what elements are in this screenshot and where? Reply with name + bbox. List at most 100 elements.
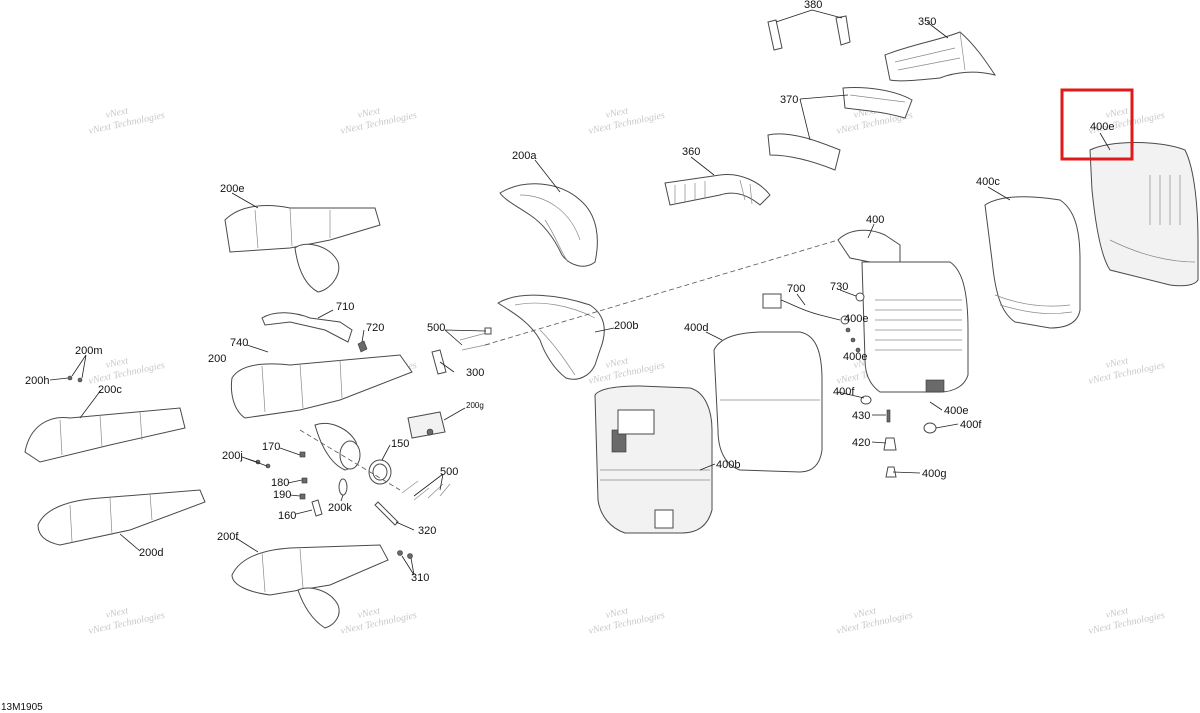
watermark-word-1: vNext [357,605,382,621]
part-300-clamp [431,349,447,375]
callout-370: 370 [780,94,798,106]
callout-200h: 200h [25,375,49,387]
callout-200a: 200a [512,150,537,162]
watermark-word-1: vNext [605,105,630,121]
assembly-axis-line-2 [299,429,401,491]
watermark-word-1: vNext [105,605,130,621]
callout-200g: 200g [466,401,484,410]
callout-200d: 200d [139,547,163,559]
part-700-sensor [762,293,850,325]
watermark-text: vNextvNext Technologies [85,598,166,637]
part-200c-shield [24,407,186,463]
callout-400f-bottom: 400f [960,419,982,431]
callout-190: 190 [273,489,291,501]
watermark-word-1: vNext [853,605,878,621]
part-350-shield [884,31,997,82]
watermark-text: vNextvNext Technologies [337,598,418,637]
callout-380: 380 [804,0,822,11]
callout-400f-top: 400f [833,386,855,398]
part-370-tubes [767,87,913,171]
watermark-text: vNextvNext Technologies [585,98,666,137]
watermark-word-1: vNext [357,105,382,121]
callout-710: 710 [336,301,354,313]
part-200a-shield [499,183,598,267]
callout-500-top: 500 [427,322,445,334]
watermark-text: vNextvNext Technologies [337,98,418,137]
callout-740: 740 [230,337,248,349]
watermark-word-1: vNext [1105,355,1130,371]
part-400b-shield [594,385,713,534]
part-small-fasteners [255,451,323,517]
callout-150: 150 [391,438,409,450]
highlight-box-400e [1060,88,1134,161]
part-320-rod [374,501,399,526]
watermark-word-1: vNext [605,605,630,621]
watermark-text: vNextvNext Technologies [833,598,914,637]
callout-200e: 200e [220,183,244,195]
part-200f-shield [231,544,389,629]
callout-360: 360 [682,146,700,158]
watermark-text: vNextvNext Technologies [585,598,666,637]
part-500-springs-bottom [401,480,451,501]
callout-labels: 380 350 370 360 200a 200e 400 400c 400e … [25,0,1114,584]
watermark-text: vNextvNext Technologies [1085,348,1166,387]
callout-310: 310 [411,572,429,584]
callout-400e-highlighted: 400e [1090,121,1114,133]
part-400-hardware [845,327,937,478]
part-150-gasket [368,459,392,485]
part-200e-shield [224,205,381,293]
part-200b-shield [497,294,605,380]
part-400c-cover [984,196,1081,329]
part-400d-panel [713,331,823,473]
callout-400e-a: 400e [844,313,868,325]
callout-200j: 200j [222,450,243,462]
callout-300: 300 [466,367,484,379]
callout-200c: 200c [98,384,122,396]
part-400-muffler [837,229,969,393]
leader-lines [49,9,1111,576]
part-200d-shield [37,489,206,546]
callout-200b: 200b [614,320,638,332]
watermark-word-1: vNext [1105,605,1130,621]
callout-700: 700 [787,283,805,295]
part-310-screws [397,550,413,559]
part-200-pipe [230,354,413,471]
callout-200m: 200m [75,345,103,357]
part-360-flex-pipe [664,173,771,206]
watermark-word-1: vNext [1105,105,1130,121]
part-720-fastener [357,340,368,353]
watermark-text: vNextvNext Technologies [1085,598,1166,637]
callout-350: 350 [918,16,936,28]
callout-430: 430 [852,410,870,422]
callout-320: 320 [418,525,436,537]
part-200g-bracket [407,411,446,439]
part-500-springs-top [459,327,492,351]
assembly-axis-line [484,239,839,346]
callout-180: 180 [271,477,289,489]
part-730-nut [855,292,865,302]
watermark-word-1: vNext [105,355,130,371]
callout-400g: 400g [922,468,946,480]
callout-400c: 400c [976,176,1000,188]
watermark-word-1: vNext [605,355,630,371]
callout-420: 420 [852,437,870,449]
callout-200k: 200k [328,502,352,514]
callout-170: 170 [262,441,280,453]
watermark-word-1: vNext [105,105,130,121]
part-380-clamps [767,15,851,51]
callout-730: 730 [830,281,848,293]
callout-160: 160 [278,510,296,522]
callout-500-bottom: 500 [440,466,458,478]
callout-400b: 400b [716,459,740,471]
callout-200: 200 [208,353,226,365]
callout-720: 720 [366,322,384,334]
part-400e-cover [1089,142,1199,287]
callout-400d: 400d [684,322,708,334]
callout-400: 400 [866,214,884,226]
callout-400e-b: 400e [843,351,867,363]
part-200m-200h-screws [67,375,83,383]
watermark-text: vNextvNext Technologies [85,98,166,137]
drawing-code: 13M1905 [1,702,43,713]
part-200k-clip [338,478,348,496]
